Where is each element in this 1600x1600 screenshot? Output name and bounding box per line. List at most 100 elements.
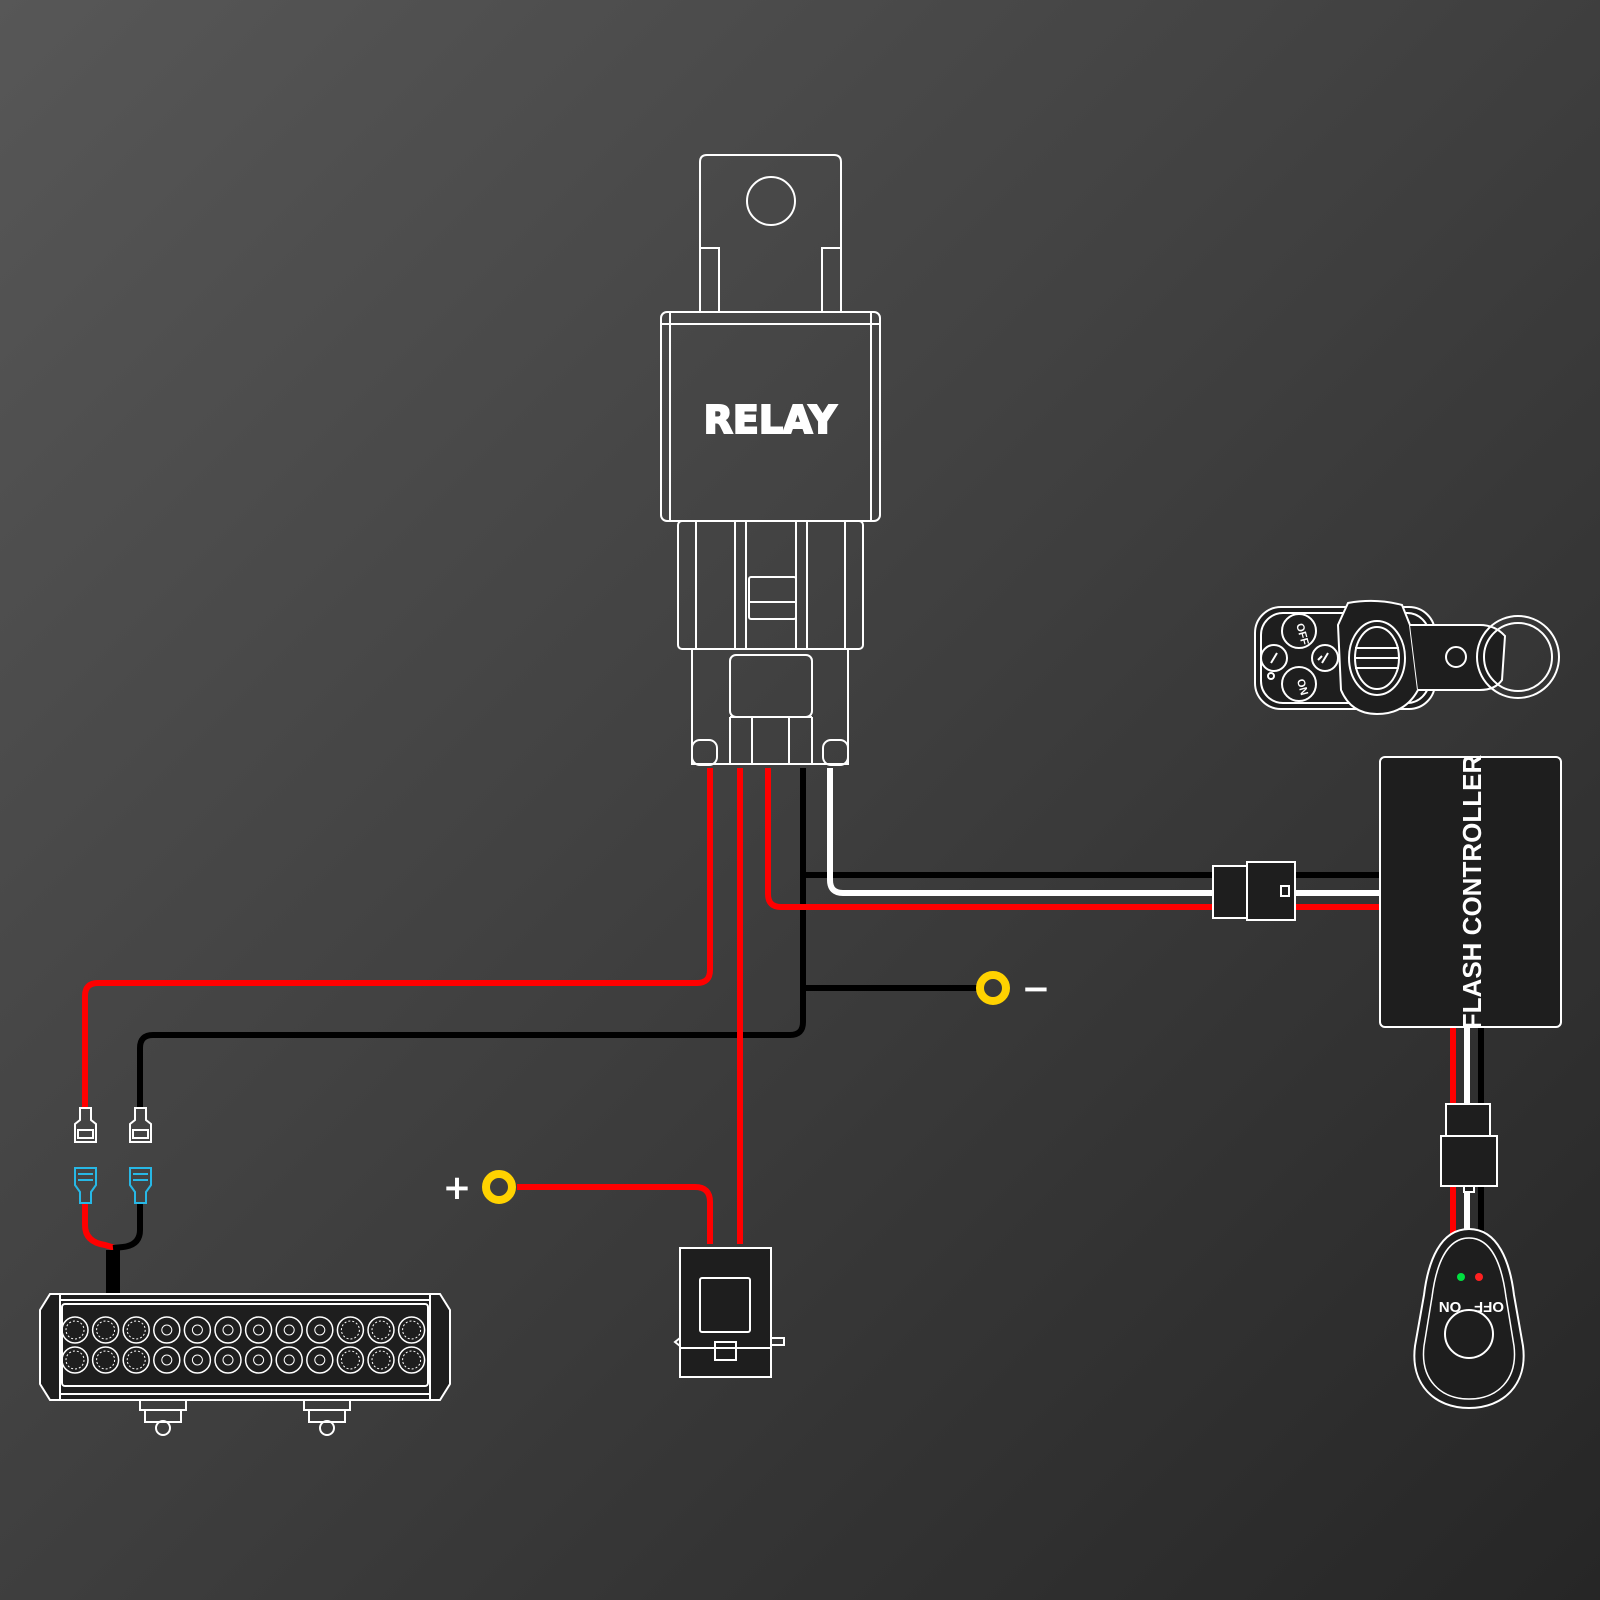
remote-on-button bbox=[1281, 666, 1317, 702]
switch-on-label: ON bbox=[1439, 1298, 1462, 1315]
inline-connector-latch bbox=[1280, 885, 1290, 897]
light-bar-led-reflector bbox=[222, 1324, 234, 1336]
light-bar-led-reflector bbox=[283, 1324, 295, 1336]
light-bar-spot-led bbox=[306, 1346, 334, 1374]
light-bar-led-reflector bbox=[371, 1350, 391, 1370]
light-bar-spot-led bbox=[306, 1316, 334, 1344]
light-bar-spot-led bbox=[244, 1346, 273, 1374]
battery-terminals: + − bbox=[443, 969, 1051, 1208]
light-bar-led-reflector bbox=[314, 1354, 326, 1366]
light-bar-led-reflector bbox=[402, 1320, 422, 1340]
light-bar-flood-led bbox=[122, 1346, 150, 1374]
light-bar-spot-led bbox=[275, 1346, 303, 1374]
light-bar-spot-led bbox=[153, 1346, 181, 1374]
light-bar-led-reflector bbox=[253, 1324, 265, 1336]
remote-key-fob: OFF ON bbox=[1254, 599, 1560, 716]
battery-positive-label: + bbox=[443, 1168, 472, 1208]
light-bar-flood-led bbox=[336, 1346, 365, 1374]
switch-body-inner bbox=[1422, 1237, 1516, 1400]
light-bar-flood-led bbox=[91, 1316, 120, 1344]
remote-sleeve-ridges bbox=[1355, 647, 1399, 669]
light-bar-led-reflector bbox=[314, 1324, 326, 1336]
light-bar-spot-led bbox=[153, 1316, 181, 1344]
light-bar-led-reflector bbox=[371, 1320, 391, 1340]
light-bar-spot-led bbox=[275, 1316, 303, 1344]
relay-label: RELAY bbox=[704, 398, 837, 442]
relay-connector-foot-right bbox=[822, 739, 849, 766]
remote-indicator-dot bbox=[1267, 672, 1275, 680]
remote-sleeve-grip bbox=[1348, 620, 1406, 696]
fuse-holder-clip bbox=[771, 1337, 785, 1346]
light-bar-flood-led bbox=[61, 1316, 89, 1344]
light-bar-mount-tabs bbox=[139, 1400, 351, 1411]
fuse-holder-window bbox=[699, 1277, 751, 1333]
switch-connector-body bbox=[1440, 1135, 1498, 1187]
light-bar-led-reflector bbox=[253, 1354, 265, 1366]
remote-keyring-outer bbox=[1476, 615, 1560, 699]
spade-connector-female-right bbox=[129, 1107, 152, 1143]
wire-relay-to-controller-white bbox=[827, 768, 1380, 896]
spade-connector-male-right bbox=[129, 1167, 152, 1204]
light-bar-flood-led bbox=[336, 1316, 365, 1344]
relay-tab-slot-left bbox=[700, 247, 720, 312]
light-bar-led-reflector bbox=[96, 1320, 116, 1340]
relay-socket-latch bbox=[748, 576, 797, 620]
switch-led-red bbox=[1475, 1273, 1483, 1281]
remote-keyring-inner bbox=[1483, 622, 1553, 692]
light-bar-flood-led bbox=[122, 1316, 150, 1344]
light-bar-bolt-right bbox=[319, 1420, 335, 1436]
wire-battery-positive-to-fuse bbox=[517, 1184, 713, 1244]
relay-tab-slot-right bbox=[821, 247, 841, 312]
light-bar-spot-led bbox=[214, 1346, 242, 1374]
controller-inline-connector bbox=[1212, 861, 1296, 921]
relay-connector-pins bbox=[729, 716, 813, 764]
wire-lightbar-lead-red bbox=[82, 1203, 116, 1251]
wire-relay-to-controller-red bbox=[765, 768, 1380, 910]
led-light-bar bbox=[39, 1293, 451, 1436]
light-bar-led-reflector bbox=[340, 1320, 360, 1340]
remote-keyring-hole bbox=[1445, 646, 1467, 668]
wire-lightbar-lead-black bbox=[112, 1203, 143, 1251]
inline-connector-left bbox=[1212, 865, 1248, 919]
switch-inline-connector bbox=[1440, 1103, 1498, 1193]
light-bar-flood-led bbox=[397, 1316, 426, 1344]
light-bar-housing bbox=[39, 1293, 451, 1401]
flash-controller-box bbox=[1379, 756, 1562, 1028]
switch-connector-key bbox=[1463, 1185, 1475, 1193]
flash-controller: FLASH CONTROLLER bbox=[1379, 755, 1562, 1029]
light-bar-led-reflector bbox=[340, 1350, 360, 1370]
light-bar-spot-led bbox=[183, 1316, 212, 1344]
switch-off-label: OFF bbox=[1474, 1298, 1504, 1315]
light-bar-frame bbox=[59, 1294, 431, 1400]
light-bar-led-reflector bbox=[96, 1350, 116, 1370]
light-bar-flood-led bbox=[397, 1346, 426, 1374]
switch-connector-top bbox=[1445, 1103, 1491, 1137]
light-bar-led-reflector bbox=[191, 1354, 203, 1366]
light-bar-led-reflector bbox=[126, 1320, 146, 1340]
light-bar-led-reflector bbox=[126, 1350, 146, 1370]
light-bar-spot-led bbox=[183, 1346, 212, 1374]
switch-led-green bbox=[1457, 1273, 1465, 1281]
inline-connector-right bbox=[1246, 861, 1296, 921]
light-bar-led-reflector bbox=[283, 1354, 295, 1366]
light-bar-flood-led bbox=[61, 1346, 89, 1374]
wire-relay-to-lightbar-red bbox=[82, 768, 713, 1108]
remote-keyring-tab bbox=[1410, 624, 1507, 691]
fuse-holder-clip-left bbox=[673, 1337, 681, 1347]
remote-off-label: OFF bbox=[1293, 622, 1310, 647]
light-bar-led-reflector bbox=[161, 1354, 173, 1366]
light-bar-led-reflector bbox=[191, 1324, 203, 1336]
light-bar-flood-led bbox=[367, 1316, 395, 1344]
spade-connector-female-left bbox=[74, 1107, 97, 1143]
switch-button bbox=[1444, 1309, 1494, 1359]
battery-positive-ring-terminal bbox=[482, 1170, 516, 1204]
relay: RELAY bbox=[660, 154, 881, 766]
relay-mounting-tab bbox=[699, 154, 842, 312]
battery-negative-label: − bbox=[1022, 969, 1051, 1009]
relay-mounting-hole bbox=[746, 176, 796, 226]
wire-relay-to-lightbar-black bbox=[137, 768, 806, 1108]
remote-off-button bbox=[1281, 613, 1317, 649]
fuse-holder-tab bbox=[714, 1341, 737, 1361]
